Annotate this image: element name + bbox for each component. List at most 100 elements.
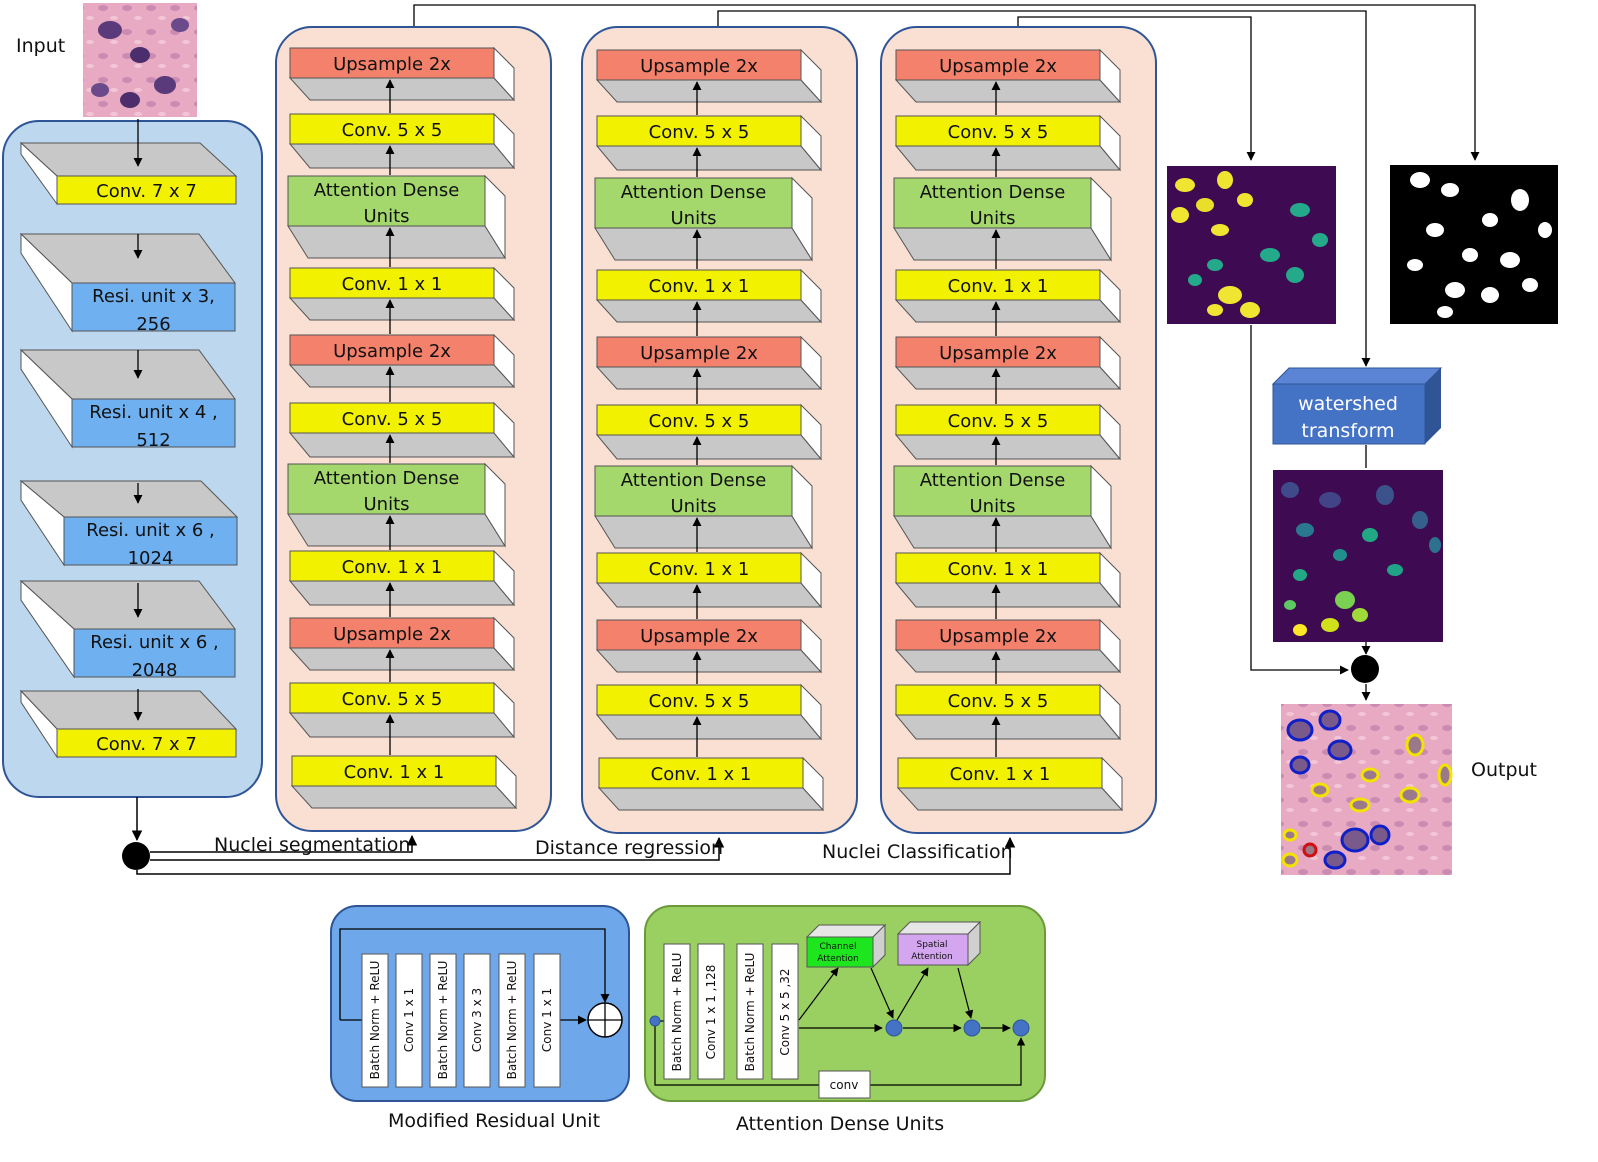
- decoder-classification-block-9: Upsample 2x: [894, 618, 1122, 674]
- encoder-block-2-label-line2: 256: [136, 314, 170, 335]
- watershed-result-map: [1273, 470, 1443, 642]
- branch-connectors: [131, 797, 1016, 875]
- distance-map: [1390, 165, 1558, 324]
- decoder-segmentation-block-7-label-line1: Attention Dense: [314, 468, 460, 489]
- decoder-segmentation-block-11-label: Conv. 1 x 1: [344, 762, 445, 783]
- residual-layer-4-label: Conv 3 x 3: [470, 988, 484, 1052]
- decoder-segmentation-block-10: Conv. 5 x 5: [288, 681, 516, 739]
- spatial-attention-block: [896, 920, 982, 967]
- attention-layer-2-label: Conv 1 x 1 ,128: [704, 965, 718, 1060]
- decoder-segmentation-block-4: Conv. 1 x 1: [288, 266, 516, 322]
- decoder-segmentation-block-2-label: Conv. 5 x 5: [342, 120, 443, 141]
- decoder-segmentation-block-3-label-line2: Units: [363, 206, 409, 227]
- decoder-classification-block-3-label-line2: Units: [969, 208, 1015, 229]
- decoder-segmentation-block-5: Upsample 2x: [288, 333, 516, 389]
- decoder-segmentation-block-5-label: Upsample 2x: [333, 341, 451, 362]
- decoder-segmentation-block-1-label: Upsample 2x: [333, 54, 451, 75]
- residual-layer-3: Batch Norm + ReLU: [429, 953, 457, 1088]
- watershed-label-line2: transform: [1301, 420, 1394, 442]
- encoder-block-5-label-line2: 2048: [132, 660, 178, 681]
- decoder-segmentation-block-4-label: Conv. 1 x 1: [342, 274, 443, 295]
- decoder-distance-block-9-label: Upsample 2x: [640, 626, 758, 647]
- decoder-segmentation-block-6-label: Conv. 5 x 5: [342, 409, 443, 430]
- decoder-distance-block-5: Upsample 2x: [595, 335, 823, 391]
- decoder-classification-block-7-label-line2: Units: [969, 496, 1015, 517]
- decoder-segmentation-block-7-label-line2: Units: [363, 494, 409, 515]
- modified-residual-unit-caption: Modified Residual Unit: [388, 1110, 600, 1132]
- decoder-classification-block-10: Conv. 5 x 5: [894, 683, 1122, 741]
- attention-dense-units-caption: Attention Dense Units: [736, 1113, 944, 1135]
- decoder-segmentation-block-6: Conv. 5 x 5: [288, 401, 516, 459]
- decoder-distance-block-4: Conv. 1 x 1: [595, 268, 823, 324]
- decoder-segmentation-block-11: Conv. 1 x 1: [290, 754, 518, 810]
- encoder-block-1: Conv. 7 x 7: [19, 141, 238, 206]
- residual-layer-1: Batch Norm + ReLU: [361, 953, 389, 1088]
- encoder-block-3: Resi. unit x 4 ,512: [19, 348, 236, 451]
- attention-input-node: [649, 1015, 661, 1027]
- decoder-classification-block-11-label: Conv. 1 x 1: [950, 764, 1051, 785]
- decoder-distance-block-7-label-line1: Attention Dense: [621, 470, 767, 491]
- residual-add-node: [587, 1002, 623, 1038]
- output-label: Output: [1471, 759, 1537, 781]
- decoder-segmentation-block-2: Conv. 5 x 5: [288, 112, 516, 170]
- output-routing: [413, 4, 1480, 701]
- encoder-block-6: Conv. 7 x 7: [19, 689, 238, 759]
- decoder-classification-block-2-label: Conv. 5 x 5: [948, 122, 1049, 143]
- encoder-block-4-label-line1: Resi. unit x 6 ,: [86, 520, 214, 541]
- decoder-segmentation-block-9-label: Upsample 2x: [333, 624, 451, 645]
- channel-attention-block: [805, 923, 887, 969]
- encoder-block-2-label-line1: Resi. unit x 3,: [92, 286, 215, 307]
- watershed-label-line1: watershed: [1298, 393, 1398, 415]
- encoder-block-5: Resi. unit x 6 , 2048: [19, 579, 236, 681]
- decoder-distance-block-6-label: Conv. 5 x 5: [649, 411, 750, 432]
- attention-layer-2: Conv 1 x 1 ,128: [697, 943, 725, 1080]
- decoder-segmentation-block-8-label: Conv. 1 x 1: [342, 557, 443, 578]
- decoder-classification-block-7-label-line1: Attention Dense: [920, 470, 1066, 491]
- decoder-segmentation-block-10-label: Conv. 5 x 5: [342, 689, 443, 710]
- attention-layer-1-label: Batch Norm + ReLU: [670, 953, 684, 1072]
- attention-concat-node: [1012, 1019, 1030, 1037]
- residual-layer-2-label: Conv 1 x 1: [402, 988, 416, 1052]
- distance-regression-label: Distance regression: [535, 837, 723, 859]
- decoder-distance-block-9: Upsample 2x: [595, 618, 823, 674]
- residual-skip-path: [339, 928, 610, 1020]
- decoder-distance-block-5-label: Upsample 2x: [640, 343, 758, 364]
- attention-layer-4: Conv 5 x 5 ,32: [771, 943, 799, 1080]
- output-merge-node: [1351, 655, 1379, 683]
- decoder-classification-block-5: Upsample 2x: [894, 335, 1122, 391]
- attention-conv-label: conv: [830, 1078, 859, 1092]
- encoder-block-5-label-line1: Resi. unit x 6 ,: [90, 632, 218, 653]
- decoder-classification-block-8-label: Conv. 1 x 1: [948, 559, 1049, 580]
- attention-multiply-node-1: [885, 1019, 903, 1037]
- decoder-classification-block-6-label: Conv. 5 x 5: [948, 411, 1049, 432]
- decoder-segmentation-block-8: Conv. 1 x 1: [288, 549, 516, 607]
- classification-map: [1167, 166, 1336, 324]
- decoder-classification-block-6: Conv. 5 x 5: [894, 403, 1122, 461]
- nuclei-classification-label: Nuclei Classification: [822, 841, 1013, 863]
- decoder-distance-block-10: Conv. 5 x 5: [595, 683, 823, 741]
- input-label: Input: [16, 35, 65, 57]
- attention-layer-3-label: Batch Norm + ReLU: [743, 953, 757, 1072]
- decoder-segmentation-block-3-label-line1: Attention Dense: [314, 180, 460, 201]
- attention-multiply-node-2: [963, 1019, 981, 1037]
- encoder-block-6-label: Conv. 7 x 7: [96, 734, 197, 755]
- decoder-classification-block-9-label: Upsample 2x: [939, 626, 1057, 647]
- residual-layer-5: Batch Norm + ReLU: [498, 953, 526, 1088]
- encoder-block-3-label-line1: Resi. unit x 4 ,: [89, 402, 217, 423]
- encoder-block-4-label-line2: 1024: [128, 548, 174, 569]
- residual-layer-1-label: Batch Norm + ReLU: [368, 961, 382, 1080]
- decoder-distance-block-3-label-line1: Attention Dense: [621, 182, 767, 203]
- decoder-distance-block-2: Conv. 5 x 5: [595, 114, 823, 172]
- decoder-segmentation-block-1: Upsample 2x: [288, 46, 516, 102]
- decoder-distance-block-1: Upsample 2x: [595, 48, 823, 104]
- attention-layer-3: Batch Norm + ReLU: [736, 943, 764, 1080]
- decoder-classification-block-2: Conv. 5 x 5: [894, 114, 1122, 172]
- output-image: [1281, 704, 1453, 875]
- attention-layer-4-label: Conv 5 x 5 ,32: [778, 968, 792, 1055]
- channel-attention-line1: Channel: [820, 942, 857, 952]
